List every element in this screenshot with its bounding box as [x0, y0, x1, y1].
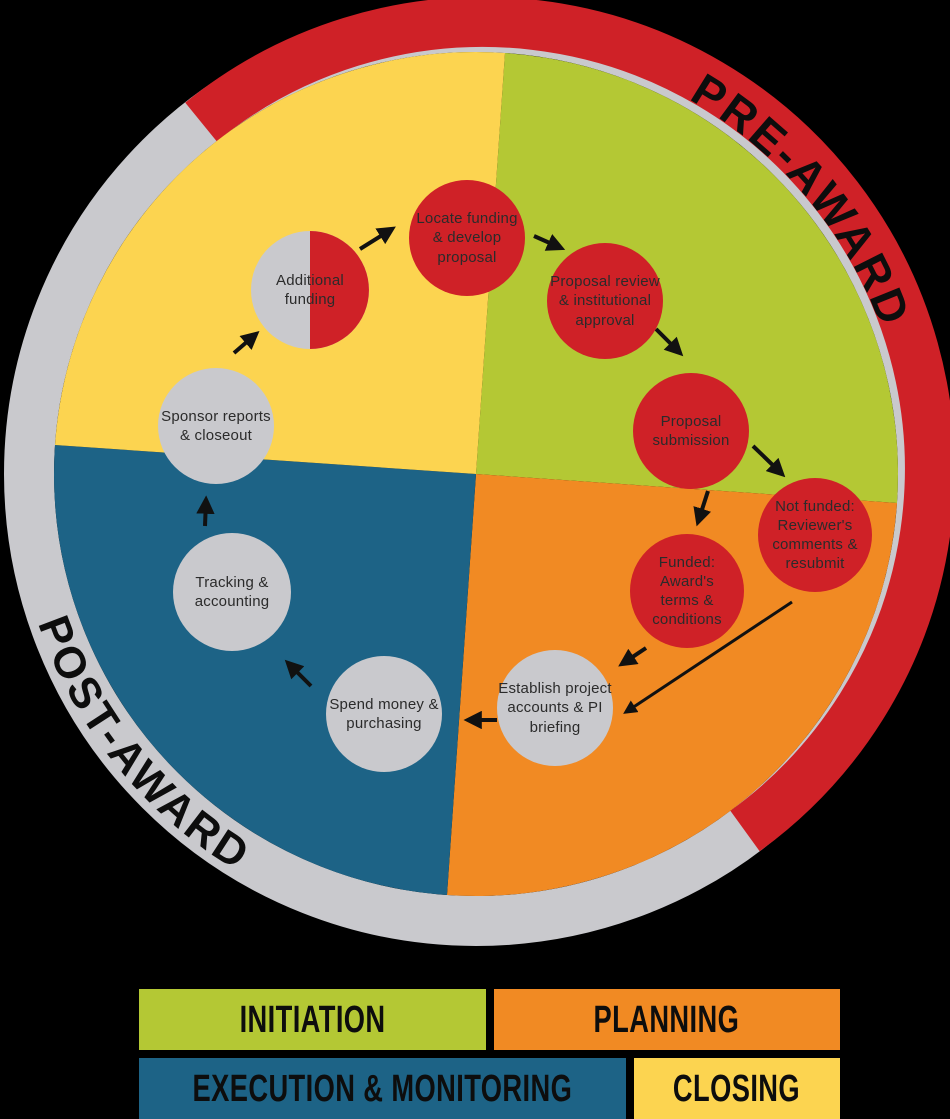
legend-item-initiation: INITIATION: [139, 989, 486, 1050]
legend-row-2: EXECUTION & MONITORING CLOSING: [139, 1058, 840, 1119]
legend-item-closing: CLOSING: [633, 1058, 840, 1119]
legend: INITIATION PLANNING EXECUTION & MONITORI…: [139, 989, 840, 1119]
arrow-notfunded-to-establish: [623, 600, 793, 714]
arrow-tracking-to-sponsor: [196, 495, 215, 527]
node-circle-sponsor-reports: [158, 368, 274, 484]
node-circle-tracking: [173, 533, 291, 651]
legend-label-closing: CLOSING: [673, 1066, 801, 1110]
legend-row-1: INITIATION PLANNING: [139, 989, 840, 1050]
flow-arrows: [196, 226, 793, 730]
node-circle-spend-money: [326, 656, 442, 772]
lifecycle-wheel: PRE-AWARD POST-AWARD: [4, 0, 950, 946]
outer-ring-pre-award-arc: [185, 0, 950, 852]
arrow-review-to-submission: [654, 327, 684, 357]
node-circle-establish-accounts: [497, 650, 613, 766]
arrow-funded-to-establish: [618, 646, 648, 667]
arrow-spend-to-tracking: [284, 659, 313, 688]
arrow-sponsor-to-additional: [232, 330, 260, 355]
node-circle-funded: [630, 534, 744, 648]
legend-item-execution-monitoring: EXECUTION & MONITORING: [139, 1058, 626, 1119]
legend-label-execution-monitoring: EXECUTION & MONITORING: [192, 1066, 573, 1110]
arrow-submission-to-funded: [693, 490, 711, 527]
arrow-additional-to-locate: [358, 226, 396, 251]
node-circle-proposal-review: [547, 243, 663, 359]
arrow-locate-to-review: [533, 233, 566, 251]
legend-item-planning: PLANNING: [493, 989, 840, 1050]
legend-label-planning: PLANNING: [593, 997, 740, 1041]
quadrant-execution-monitoring: [54, 445, 476, 895]
node-circle-locate-funding: [409, 180, 525, 296]
node-circle-not-funded: [758, 478, 872, 592]
legend-label-initiation: INITIATION: [239, 997, 386, 1041]
arrow-submission-to-notfunded: [751, 444, 786, 478]
node-circle-additional-funding-red-half: [310, 231, 369, 349]
node-circle-proposal-submission: [633, 373, 749, 489]
quadrant-initiation: [476, 53, 898, 503]
